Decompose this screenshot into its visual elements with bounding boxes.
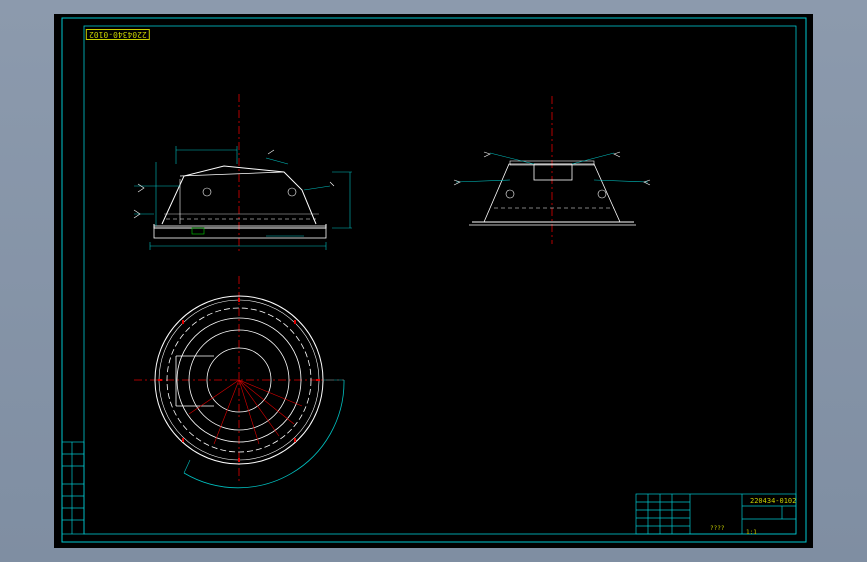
outer-frame: [61, 17, 807, 543]
title-block-code: 220434-0102: [750, 497, 797, 505]
drawing-code-rotated: 2204340-0102: [86, 29, 150, 40]
title-block-name: ????: [710, 525, 725, 532]
title-block: [635, 493, 797, 535]
surface-finish-icon: [453, 151, 651, 186]
plan-view: [134, 276, 345, 489]
weld-symbol-icon: [133, 149, 335, 219]
inner-frame: [83, 25, 797, 535]
side-view: [453, 96, 651, 244]
side-table: [61, 441, 85, 535]
drawing-canvas: [61, 17, 807, 543]
front-section-view: [133, 94, 352, 254]
drawing-sheet: 2204340-0102 220434-0102 ???? 1:1: [54, 14, 813, 548]
title-block-scale: 1:1: [746, 529, 757, 536]
